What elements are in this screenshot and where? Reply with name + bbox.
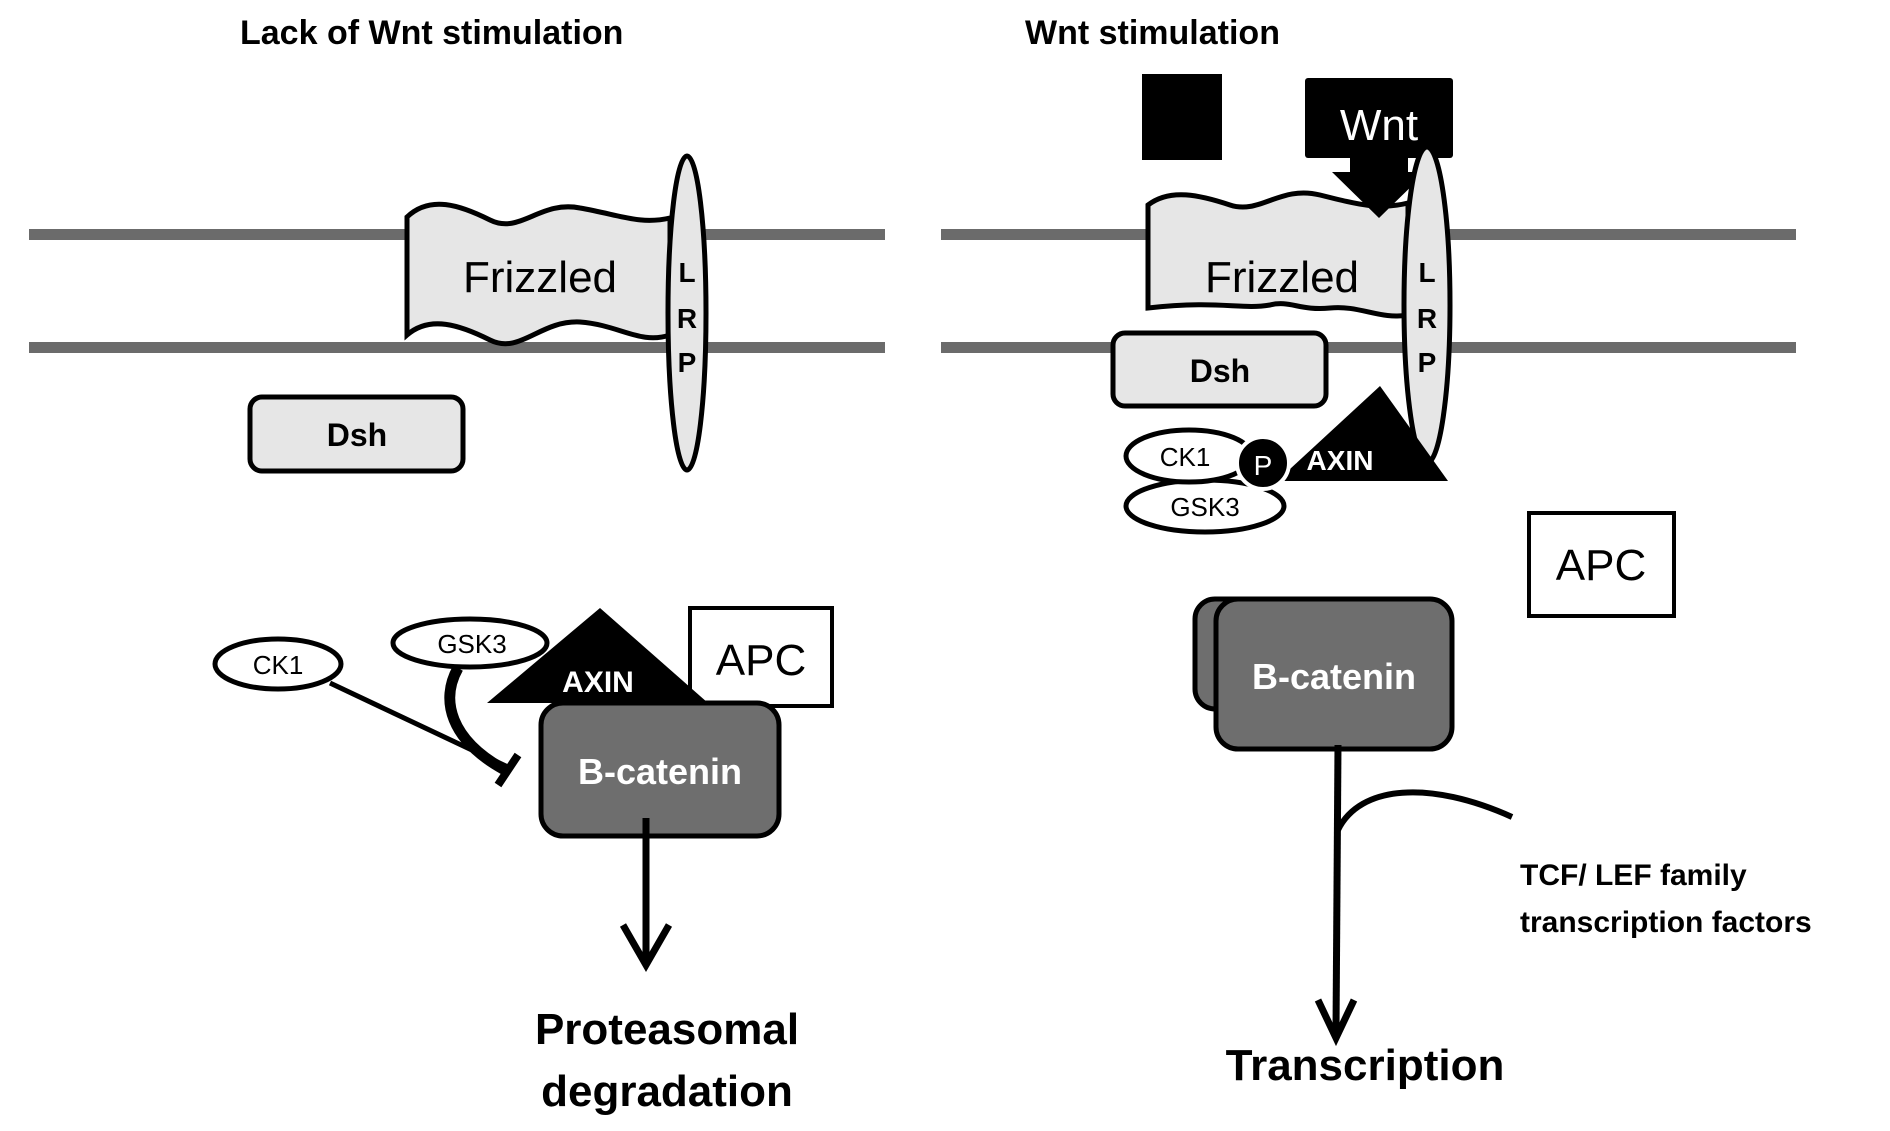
axin-scaffold-left (487, 608, 708, 703)
bcatenin-left (538, 700, 782, 839)
lrp-letter-r-left: R (677, 303, 697, 334)
frizzled-label-left: Frizzled (463, 253, 617, 302)
wnt-ligand-box (1305, 78, 1453, 158)
bcatenin-label-right: B-catenin (1252, 656, 1416, 697)
tcf-lef-binding-curve (1335, 789, 1514, 832)
outcome-degradation-line2: degradation (541, 1067, 793, 1116)
ck1-label-right: CK1 (1160, 442, 1211, 472)
lrp-letter-p-left: P (678, 347, 697, 378)
degradation-arrow-head (619, 923, 673, 973)
wnt-label: Wnt (1340, 101, 1418, 150)
lrp-letter-p-right: P (1418, 347, 1437, 378)
transcription-arrow-shaft (1332, 744, 1342, 1031)
dsh-label-right: Dsh (1190, 353, 1250, 389)
tcf-lef-label-line1: TCF/ LEF family (1520, 859, 1747, 892)
dsh-label-left: Dsh (327, 417, 387, 453)
bcatenin-protein-right (1213, 596, 1455, 752)
lrp-letter-l-right: L (1418, 257, 1435, 288)
tcf-lef-label-line2: transcription factors (1520, 906, 1812, 939)
axin-scaffold-right (1277, 386, 1448, 481)
gsk3-kinase-left (390, 616, 550, 670)
phospho-label: P (1254, 450, 1273, 481)
wnt-binding-arrow (1332, 158, 1426, 218)
phosphorylation-marker (1235, 435, 1291, 491)
dsh-protein-right (1110, 330, 1329, 409)
ck1-label-left: CK1 (253, 650, 304, 680)
lrp-letter-l-left: L (678, 257, 695, 288)
lrp-letter-r-right: R (1417, 303, 1437, 334)
transcription-arrow-head (1314, 998, 1358, 1047)
apc-label-left: APC (716, 636, 806, 685)
ck1-kinase-left (212, 636, 344, 692)
lrp-coreceptor-left (665, 153, 709, 473)
gsk3-label-right: GSK3 (1170, 492, 1239, 522)
outcome-degradation-line1: Proteasomal (535, 1005, 799, 1054)
membrane-inner-right (941, 342, 1796, 353)
panel-title-right: Wnt stimulation (1025, 14, 1280, 52)
wnt-ligand-body (1142, 74, 1222, 160)
apc-protein-right (1527, 511, 1676, 618)
inhibition-bar-tbar (494, 752, 522, 788)
axin-label-left: AXIN (562, 666, 634, 699)
dsh-protein-left (247, 394, 466, 474)
axin-label-right: AXIN (1307, 445, 1374, 476)
panel-wnt-stimulation: Wnt stimulation Frizzled Wnt L R P Dsh A… (941, 14, 1812, 1090)
gsk3-inhibition-curve (444, 665, 508, 775)
outcome-transcription: Transcription (1226, 1041, 1505, 1090)
frizzled-label-right: Frizzled (1205, 253, 1359, 302)
apc-label-right: APC (1556, 541, 1646, 590)
panel-title-left: Lack of Wnt stimulation (240, 14, 623, 52)
panel-lack-of-wnt: Lack of Wnt stimulation Frizzled L R P D… (29, 14, 885, 1116)
gsk3-label-left: GSK3 (437, 629, 506, 659)
membrane-inner-left (29, 342, 885, 353)
bcatenin-label-left: B-catenin (578, 751, 742, 792)
